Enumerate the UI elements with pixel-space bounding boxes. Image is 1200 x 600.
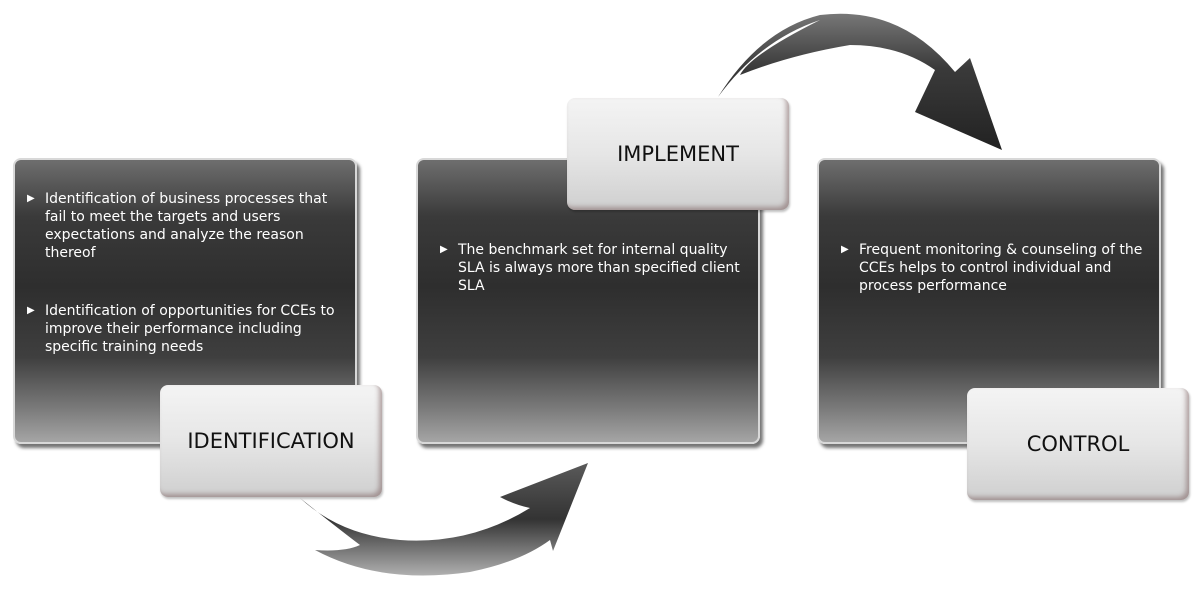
triangle-bullet-icon: ▶ — [841, 244, 849, 255]
list-item: ▶ Frequent monitoring & counseling of the… — [841, 241, 1151, 295]
point-text: Frequent monitoring & counseling of the … — [859, 242, 1143, 294]
implement-label: IMPLEMENT — [567, 98, 789, 210]
triangle-bullet-icon: ▶ — [27, 193, 35, 204]
identification-label: IDENTIFICATION — [160, 385, 382, 497]
point-text: Identification of business processes tha… — [45, 191, 328, 261]
arrow-implement-to-control — [718, 13, 1002, 151]
list-item: ▶ Identification of business processes th… — [27, 190, 347, 262]
triangle-bullet-icon: ▶ — [27, 305, 35, 316]
point-text: The benchmark set for internal quality S… — [458, 242, 740, 294]
point-text: Identification of opportunities for CCEs… — [45, 303, 335, 355]
arrow-identification-to-implement — [300, 463, 588, 576]
list-item: ▶ Identification of opportunities for CCE… — [27, 302, 347, 356]
control-label: CONTROL — [967, 388, 1189, 500]
list-item: ▶ The benchmark set for internal quality … — [440, 241, 750, 295]
identification-panel: ▶ Identification of business processes th… — [13, 158, 357, 444]
triangle-bullet-icon: ▶ — [440, 244, 448, 255]
